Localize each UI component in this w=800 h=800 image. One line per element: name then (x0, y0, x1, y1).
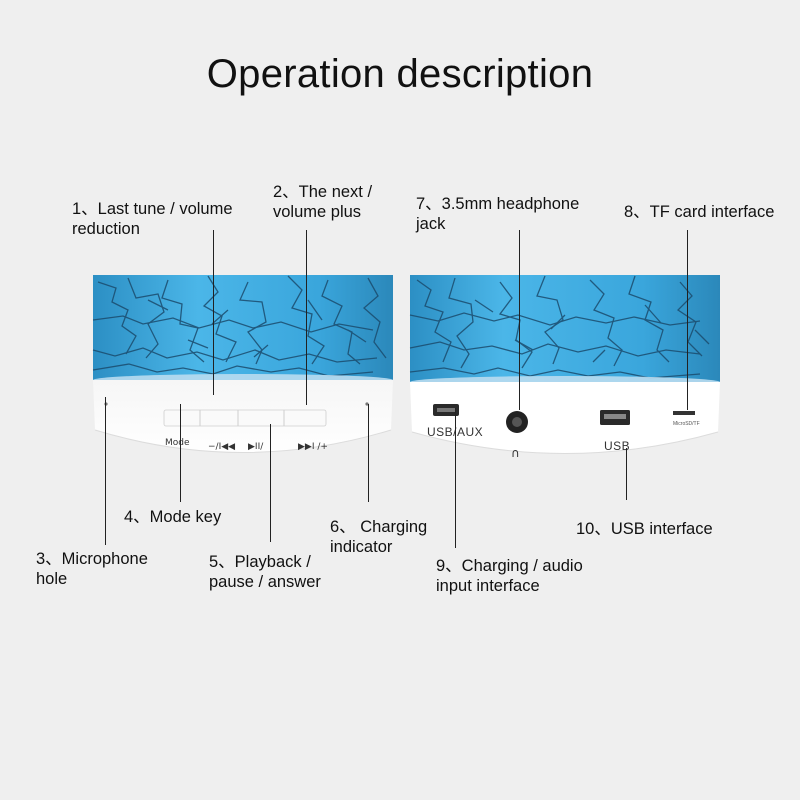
speaker-front-view: Mode −/I◀◀ ▶II/ ▶▶I /+ (88, 270, 398, 480)
label-tf-card: 8、TF card interface (624, 203, 775, 221)
label-charging-indicator: 6、 Charging indicator (330, 518, 428, 556)
label-microphone-hole: 3、Microphone hole (36, 550, 148, 588)
label-usb-interface: 10、USB interface (576, 520, 713, 538)
speaker-shell (410, 275, 720, 382)
headphone-icon: ∩ (511, 446, 520, 460)
leader-line-8 (687, 230, 689, 410)
leader-line-2 (306, 230, 308, 405)
charging-indicator-led (365, 402, 369, 406)
leader-line-3 (105, 397, 107, 545)
crackle-texture (409, 275, 710, 379)
leader-line-7 (519, 230, 521, 410)
label-charging-audio: 9、Charging / audio input interface (436, 557, 583, 595)
speaker-base (410, 382, 720, 454)
speaker-shell (93, 275, 393, 380)
speaker-front-illustration: Mode −/I◀◀ ▶II/ ▶▶I /+ (92, 275, 393, 453)
usb-label: USB (604, 439, 630, 453)
leader-line-9 (455, 408, 457, 548)
tf-card-slot (673, 411, 695, 415)
label-next-volume: 2、The next / volume plus (273, 183, 373, 221)
crackle-texture (92, 275, 387, 377)
usb-aux-label: USB/AUX (427, 425, 483, 439)
leader-line-5 (270, 424, 272, 542)
button-strip (163, 409, 327, 427)
label-mode-key: 4、Mode key (124, 508, 222, 526)
leader-line-10 (626, 448, 628, 500)
leader-line-1 (213, 230, 215, 395)
next-button-label: ▶▶I /+ (298, 442, 328, 452)
page-title: Operation description (206, 52, 594, 96)
label-headphone-jack: 7、3.5mm headphone jack (416, 195, 580, 233)
prev-button-label: −/I◀◀ (208, 442, 235, 452)
speaker-rear-illustration: USB/AUX ∩ USB MicroSD/TF (409, 275, 720, 460)
mode-button-label: Mode (165, 438, 190, 448)
leader-line-4 (180, 404, 182, 502)
label-last-tune: 1、Last tune / volume reduction (72, 200, 233, 238)
label-playback: 5、Playback / pause / answer (209, 553, 321, 591)
leader-line-6 (368, 404, 370, 502)
play-button-label: ▶II/ (248, 442, 264, 452)
tf-slot-label: MicroSD/TF (673, 421, 700, 427)
speaker-rear-view: USB/AUX ∩ USB MicroSD/TF (405, 270, 725, 480)
